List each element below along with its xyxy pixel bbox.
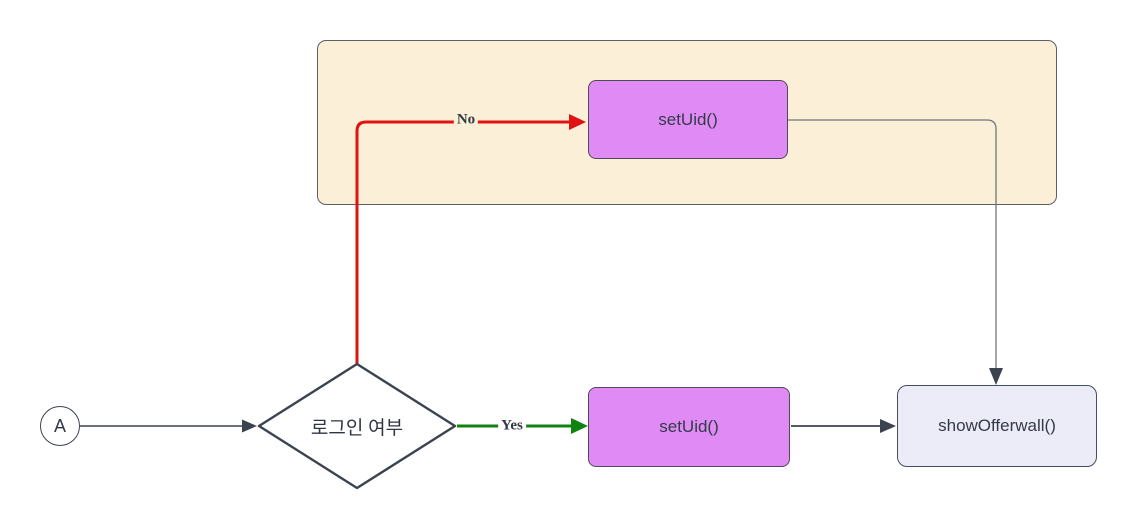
arrowhead-yes-edge bbox=[571, 418, 588, 434]
edge-label-no: No bbox=[453, 111, 479, 129]
decision-diamond-shape bbox=[257, 362, 457, 490]
arrowhead-setuid-to-offerwall bbox=[880, 419, 896, 433]
edge-no-path bbox=[355, 120, 569, 364]
decision-node: 로그인 여부 bbox=[259, 364, 455, 488]
start-node-label: A bbox=[53, 415, 66, 436]
edge-label-yes: Yes bbox=[498, 417, 526, 435]
setuid-yes-node-label: setUid() bbox=[659, 417, 719, 436]
start-node: A bbox=[40, 406, 80, 446]
arrowhead-setuid-top-to-offerwall bbox=[989, 368, 1003, 385]
show-offerwall-node-label: showOfferwall() bbox=[938, 416, 1056, 435]
setuid-yes-node: setUid() bbox=[588, 387, 790, 467]
show-offerwall-node: showOfferwall() bbox=[897, 385, 1097, 467]
setuid-no-node: setUid() bbox=[588, 80, 788, 159]
arrowhead-start-to-decision bbox=[242, 419, 257, 433]
edge-setuid-top-to-offerwall bbox=[788, 119, 997, 368]
setuid-no-node-label: setUid() bbox=[658, 109, 718, 129]
decision-node-label: 로그인 여부 bbox=[310, 417, 404, 439]
arrowhead-no-edge bbox=[569, 114, 586, 130]
